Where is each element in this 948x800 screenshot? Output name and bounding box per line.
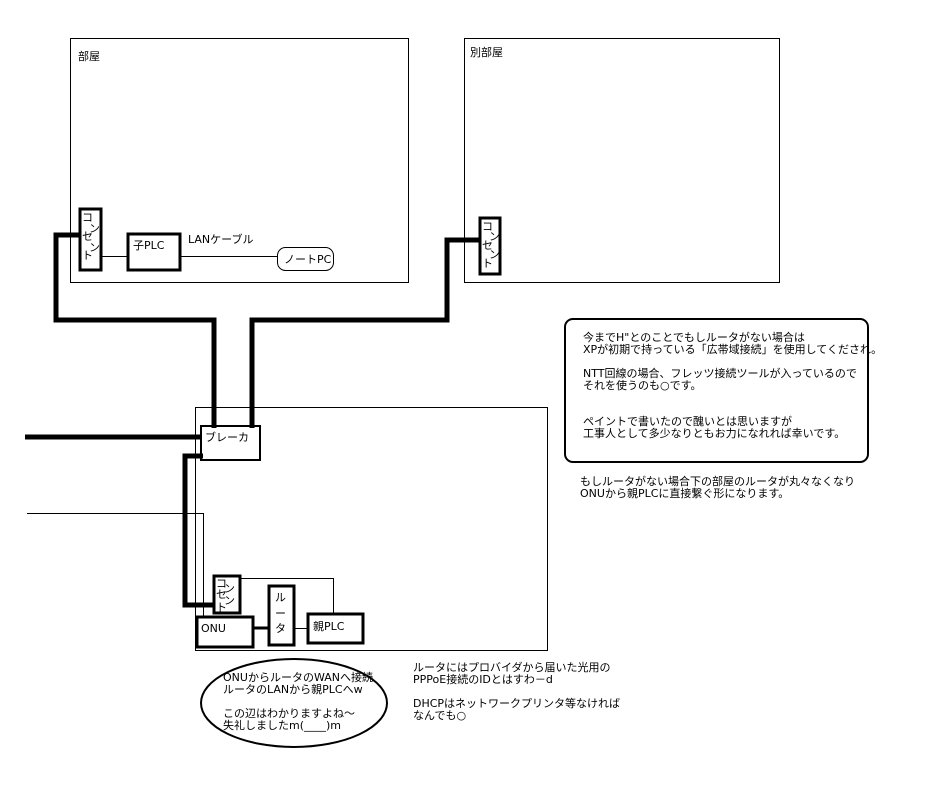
svg-text:コ: コ <box>216 577 227 590</box>
child-plc-label: 子PLC <box>133 239 165 252</box>
other-room-box <box>464 38 780 283</box>
parent-plc-label: 親PLC <box>313 620 345 633</box>
connection-note-ellipse <box>200 658 388 748</box>
child-plc <box>126 232 182 272</box>
onu <box>195 615 255 649</box>
svg-text:ルータにはプロバイダから届いた光用の: ルータにはプロバイダから届いた光用の <box>413 660 611 674</box>
svg-text:NTT回線の場合、フレッツ接続ツールが入っているので: NTT回線の場合、フレッツ接続ツールが入っているので <box>583 366 857 380</box>
svg-text:ト: ト <box>216 601 227 614</box>
svg-text:ペイントで書いたので醜いとは思いますが: ペイントで書いたので醜いとは思いますが <box>583 414 792 428</box>
svg-text:DHCPはネットワークプリンタ等なければ: DHCPはネットワークプリンタ等なければ <box>413 696 620 710</box>
svg-text:工事人として多少なりともお力になれれば幸いです。: 工事人として多少なりともお力になれれば幸いです。 <box>583 426 845 440</box>
power-line-room <box>53 232 217 428</box>
notebook-pc <box>277 247 334 271</box>
notebook-pc-label: ノートPC <box>284 253 332 266</box>
power-line-lower-outlet <box>182 453 214 608</box>
svg-text:この辺はわかりますよね～: この辺はわかりますよね～ <box>223 707 355 720</box>
lower-floor-box <box>195 407 548 651</box>
svg-text:ルータのLANから親PLCへw: ルータのLANから親PLCへw <box>223 683 363 696</box>
breaker-label: ブレーカ <box>205 430 249 444</box>
onu-label: ONU <box>201 622 226 635</box>
router-settings-note: ルータにはプロバイダから届いた光用の PPPoE接続のIDとはすわ－d DHCP… <box>413 660 620 722</box>
outlet-lower <box>212 574 242 615</box>
room-box <box>70 38 409 283</box>
router-label: ル ー タ <box>275 591 286 635</box>
outlet-other-room <box>478 216 502 276</box>
other-room-label: 別部屋 <box>470 45 503 59</box>
svg-text:ト: ト <box>82 249 93 262</box>
svg-text:ト: ト <box>482 257 493 270</box>
svg-text:ン: ン <box>89 241 100 254</box>
outlet-room-label: コ ン セ ン ト <box>82 211 100 262</box>
router <box>267 584 296 647</box>
svg-text:コ: コ <box>482 220 493 233</box>
svg-text:ン: ン <box>489 248 500 261</box>
svg-text:今までH"とのことでもしルータがない場合は: 今までH"とのことでもしルータがない場合は <box>583 330 805 344</box>
info-box-text: 今までH"とのことでもしルータがない場合は XPが初期で持っている「広帯域接続」… <box>583 330 882 440</box>
svg-text:もしルータがない場合下の部屋のルータが丸々なくなり: もしルータがない場合下の部屋のルータが丸々なくなり <box>580 474 855 488</box>
svg-text:ル: ル <box>275 591 286 604</box>
svg-text:セ: セ <box>82 230 93 243</box>
svg-text:失礼しましたm(____)m: 失礼しましたm(____)m <box>223 718 341 732</box>
svg-text:ン: ン <box>489 230 500 243</box>
svg-text:タ: タ <box>275 622 286 635</box>
parent-plc <box>306 612 365 645</box>
breaker <box>200 425 261 461</box>
no-router-note: もしルータがない場合下の部屋のルータが丸々なくなり ONUから親PLCに直接繋ぐ… <box>580 474 855 500</box>
svg-text:セ: セ <box>216 588 227 601</box>
outlet-lower-label: コ ン セ ン ト <box>216 577 235 614</box>
room-label: 部屋 <box>78 49 100 63</box>
svg-text:ONUからルータのWANへ接続: ONUからルータのWANへ接続 <box>223 670 373 684</box>
svg-text:それを使うのも○です。: それを使うのも○です。 <box>583 379 702 392</box>
connection-note: ONUからルータのWANへ接続 ルータのLANから親PLCへw この辺はわかりま… <box>223 670 373 732</box>
svg-text:ン: ン <box>224 582 235 595</box>
info-box <box>564 318 869 463</box>
svg-text:ン: ン <box>224 594 235 607</box>
power-line-other-room <box>249 237 479 428</box>
svg-text:ー: ー <box>275 607 286 620</box>
svg-text:PPPoE接続のIDとはすわ－d: PPPoE接続のIDとはすわ－d <box>413 672 553 686</box>
outlet-room <box>78 207 103 272</box>
lan-cable-label: LANケーブル <box>188 232 253 246</box>
svg-text:なんでも○: なんでも○ <box>413 709 466 722</box>
svg-text:ONUから親PLCに直接繋ぐ形になります。: ONUから親PLCに直接繋ぐ形になります。 <box>580 486 789 500</box>
svg-text:セ: セ <box>482 239 493 252</box>
outlet-other-room-label: コ ン セ ン ト <box>482 220 500 270</box>
svg-text:ン: ン <box>89 222 100 235</box>
svg-text:コ: コ <box>82 211 93 224</box>
fiber-line-incoming <box>27 513 204 618</box>
svg-text:XPが初期で持っている「広帯域接続」を使用してくだされ。: XPが初期で持っている「広帯域接続」を使用してくだされ。 <box>583 342 882 356</box>
